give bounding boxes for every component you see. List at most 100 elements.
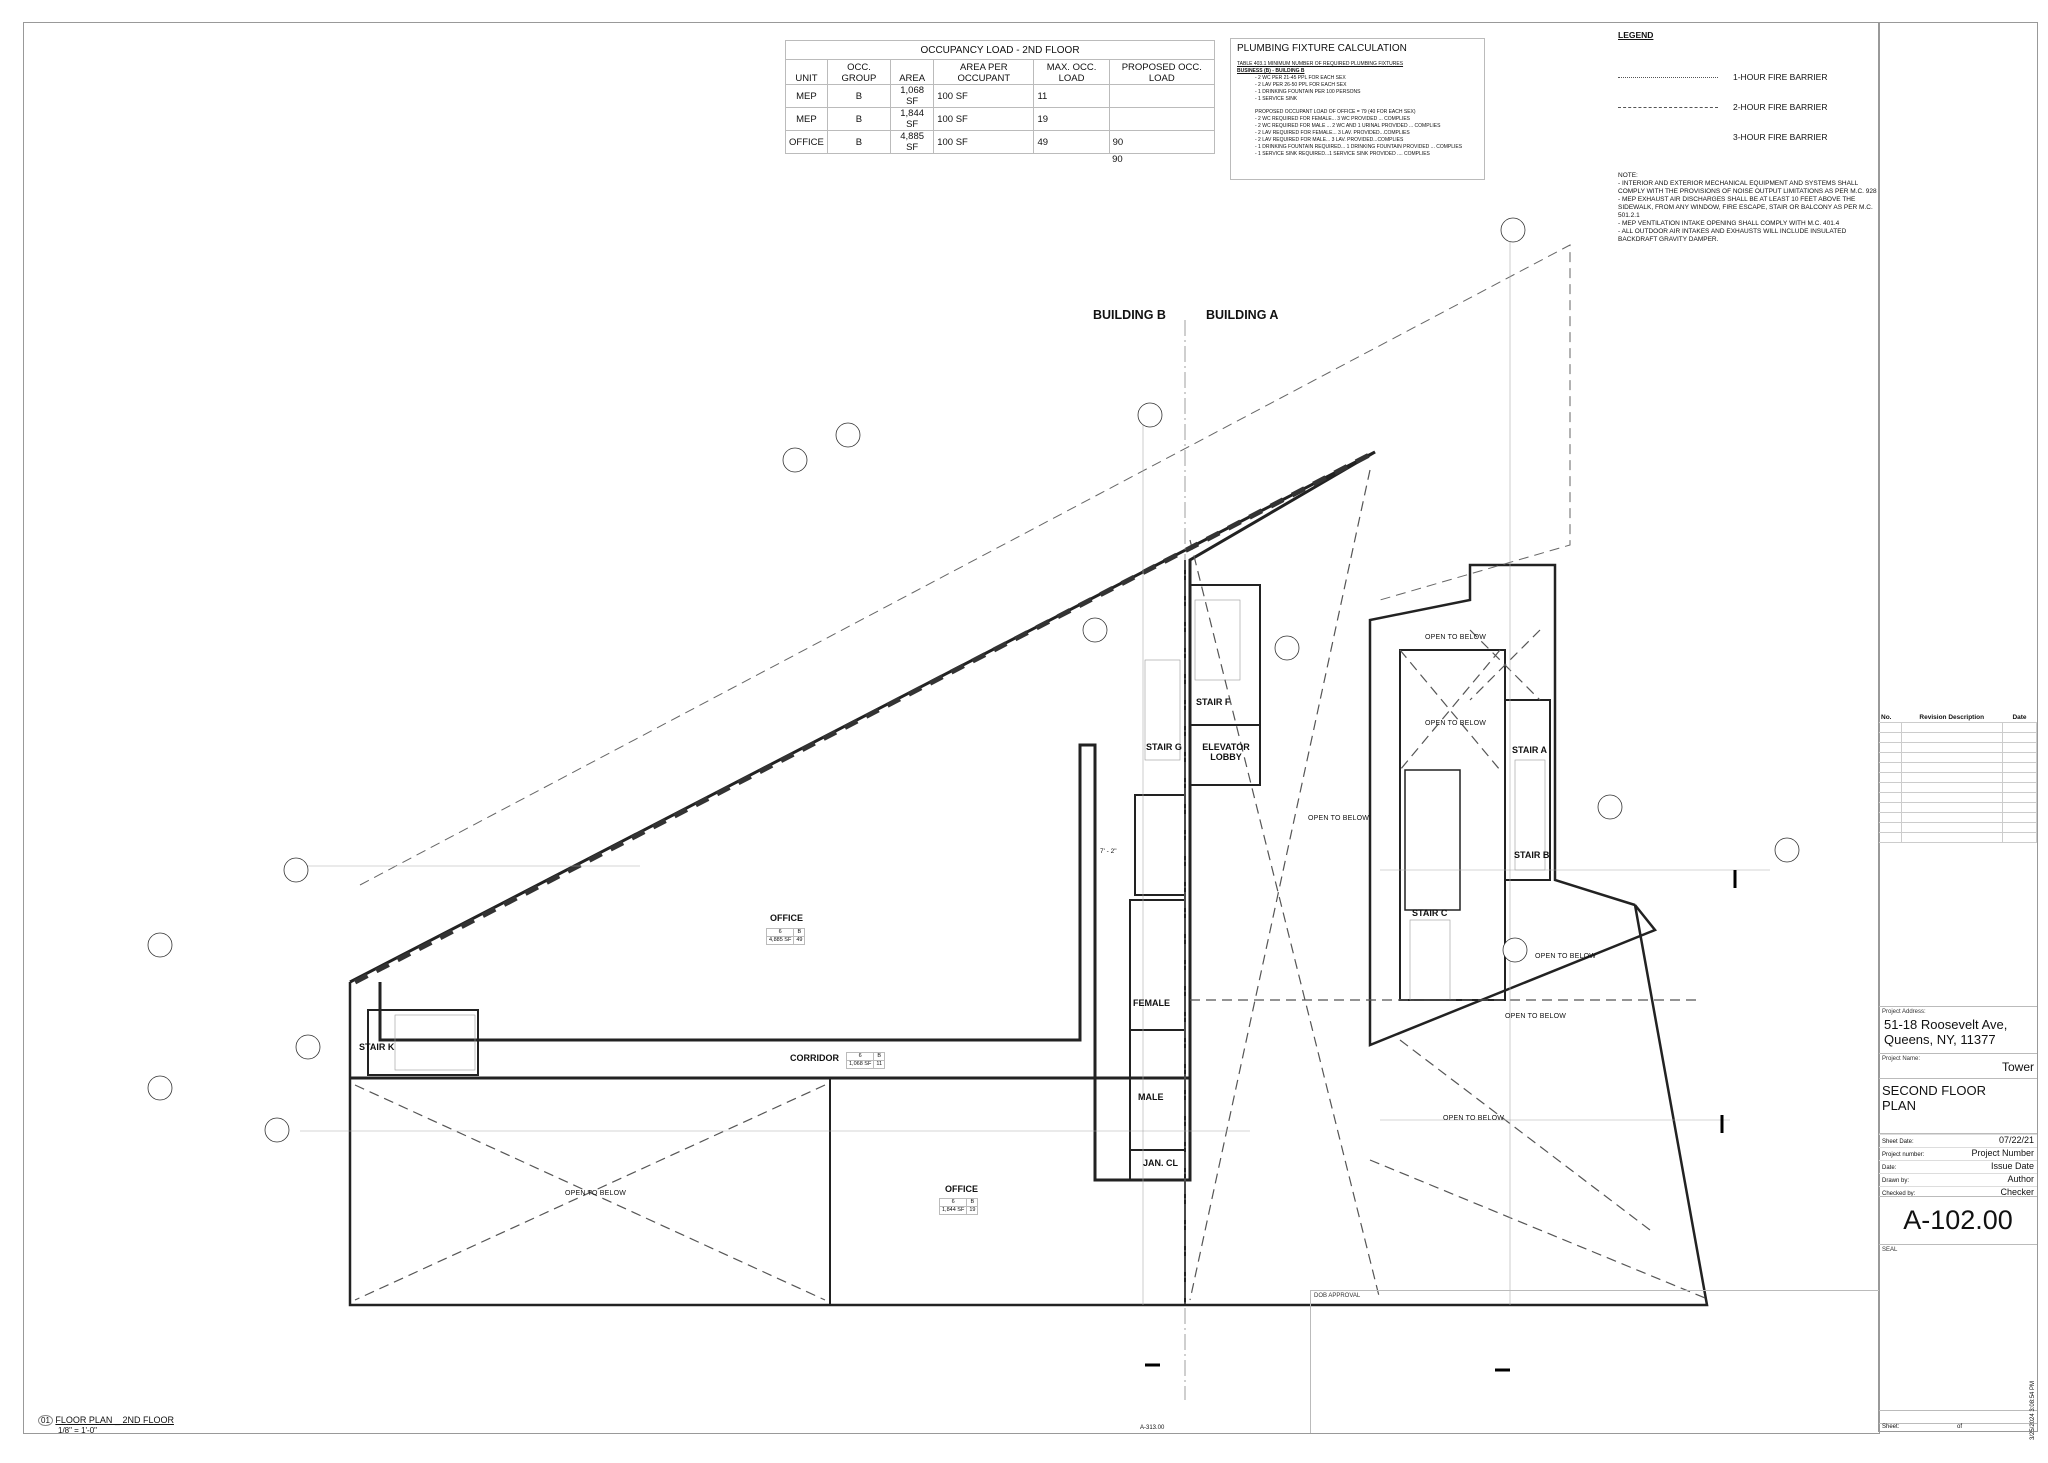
- view-number: 01: [38, 1415, 53, 1426]
- legend-item: 3-HOUR FIRE BARRIER: [1618, 122, 1883, 152]
- note: - INTERIOR AND EXTERIOR MECHANICAL EQUIP…: [1618, 180, 1877, 195]
- legend-label: 1-HOUR FIRE BARRIER: [1733, 72, 1828, 82]
- sheet-label: Sheet:: [1882, 1424, 1900, 1430]
- print-timestamp: 3/25/2024 3:08:54 PM: [2030, 1380, 2036, 1440]
- col-area-per-occupant: AREA PER OCCUPANT: [933, 59, 1035, 85]
- plumbing-fixture-calculation: PLUMBING FIXTURE CALCULATION TABLE 403.1…: [1230, 38, 1485, 180]
- note-title: NOTE:: [1618, 172, 1638, 179]
- tag-cell: 6: [938, 1198, 968, 1207]
- tag-cell: 1,068 SF: [845, 1060, 875, 1069]
- open-to-below-label: OPEN TO BELOW: [1308, 815, 1370, 822]
- room-stair-g: STAIR G: [1146, 742, 1182, 752]
- room-office-main: OFFICE: [770, 913, 803, 923]
- floor-plan-drawing: [147, 217, 1800, 1400]
- occupancy-load-table: OCCUPANCY LOAD - 2ND FLOOR UNIT OCC. GRO…: [785, 40, 1216, 165]
- table-row: MEP B 1,068 SF 100 SF 11: [785, 84, 1216, 108]
- field-label: Checked by:: [1882, 1191, 1916, 1197]
- cell-proposed: [1108, 84, 1216, 108]
- field-value: Checker: [2000, 1187, 2034, 1197]
- field-row: Checked by: Checker: [1879, 1186, 2037, 1199]
- room-stair-k: STAIR K: [359, 1042, 395, 1052]
- room-female: FEMALE: [1133, 998, 1170, 1008]
- callout-a-313: A-313.00: [1140, 1425, 1165, 1431]
- tag-cell: B: [966, 1198, 979, 1207]
- field-row: Project number:Project Number: [1879, 1147, 2037, 1160]
- cell-group: B: [826, 107, 892, 131]
- rev-col-desc: Revision Description: [1901, 713, 2003, 723]
- col-area: AREA: [890, 59, 935, 85]
- tag-cell: B: [873, 1052, 886, 1061]
- legend-title: LEGEND: [1618, 30, 1654, 40]
- building-a-label: BUILDING A: [1206, 308, 1279, 322]
- of-label: of: [1957, 1424, 1963, 1430]
- tag-cell: 11: [873, 1060, 886, 1069]
- view-scale: 1/8" = 1'-0": [58, 1426, 98, 1435]
- seal-label: SEAL: [1882, 1247, 1898, 1253]
- plumbing-check: - 1 SERVICE SINK REQUIRED...1 SERVICE SI…: [1255, 151, 1430, 157]
- cell-unit: MEP: [785, 107, 828, 131]
- room-stair-f: STAIR F: [1196, 697, 1231, 707]
- plumbing-req: - 1 DRINKING FOUNTAIN PER 100 PERSONS: [1255, 89, 1361, 95]
- sheet-info-fields: Sheet Date: 07/22/21 Project number:Proje…: [1879, 1133, 2037, 1199]
- field-row: Drawn by:Author: [1879, 1173, 2037, 1186]
- cell-group: B: [826, 130, 892, 154]
- plumbing-table-ref: TABLE 403.1 MINIMUM NUMBER OF REQUIRED P…: [1237, 61, 1404, 67]
- col-proposed-occ: PROPOSED OCC. LOAD: [1108, 59, 1216, 85]
- field-label: Date:: [1882, 1165, 1897, 1171]
- cell-per: 100 SF: [933, 130, 1035, 154]
- room-stair-a: STAIR A: [1512, 745, 1547, 755]
- cell-unit: OFFICE: [785, 130, 828, 154]
- cell-proposed: 90: [1108, 130, 1216, 154]
- title-block: No. Revision Description Date Project Ad…: [1878, 22, 2038, 1432]
- field-label: Sheet Date:: [1882, 1139, 1914, 1145]
- sheet-number: A-102.00: [1903, 1205, 2013, 1235]
- field-row: Date:Issue Date: [1879, 1160, 2037, 1173]
- open-to-below-label: OPEN TO BELOW: [1535, 953, 1597, 960]
- open-to-below-label: OPEN TO BELOW: [565, 1190, 627, 1197]
- plumbing-check: - 2 WC REQUIRED FOR FEMALE... 3 WC PROVI…: [1255, 116, 1411, 122]
- field-value: Project Number: [1971, 1148, 2034, 1158]
- view-title: FLOOR PLAN _ 2ND FLOOR: [55, 1415, 174, 1425]
- plumbing-business: BUSINESS (B) - BUILDING B: [1237, 68, 1305, 74]
- view-title-block: 01 FLOOR PLAN _ 2ND FLOOR 1/8" = 1'-0": [38, 1415, 174, 1435]
- field-row: Sheet Date: 07/22/21: [1879, 1134, 2037, 1147]
- open-to-below-label: OPEN TO BELOW: [1505, 1013, 1567, 1020]
- plumbing-req: - 1 SERVICE SINK: [1255, 96, 1298, 102]
- room-corridor: CORRIDOR: [790, 1053, 839, 1063]
- spacer: [1879, 1410, 2037, 1432]
- note: - ALL OUTDOOR AIR INTAKES AND EXHAUSTS W…: [1618, 228, 1847, 243]
- sheet-title: SECOND FLOOR PLAN: [1882, 1083, 1987, 1113]
- open-to-below-label: OPEN TO BELOW: [1425, 634, 1487, 641]
- dimension-label: 7' - 2": [1100, 848, 1117, 855]
- plumbing-title: PLUMBING FIXTURE CALCULATION: [1237, 43, 1407, 54]
- cell-area: 4,885 SF: [890, 130, 935, 154]
- project-address-label: Project Address:: [1882, 1009, 1926, 1015]
- project-name-label: Project Name:: [1882, 1056, 1921, 1062]
- rev-col-no: No.: [1879, 713, 1901, 723]
- room-stair-b: STAIR B: [1514, 850, 1550, 860]
- room-elevator-lobby: ELEVATOR LOBBY: [1202, 742, 1250, 762]
- sheet-count-section: Sheet: of: [1879, 1423, 2037, 1433]
- plumbing-check: - 2 LAV REQUIRED FOR MALE... 3 LAV. PROV…: [1255, 137, 1404, 143]
- field-value: 07/22/21: [1998, 1135, 2034, 1145]
- plumbing-check: - 2 LAV REQUIRED FOR FEMALE... 3 LAV. PR…: [1255, 130, 1410, 136]
- occupancy-total: 90: [1112, 154, 1123, 165]
- revision-table: No. Revision Description Date: [1879, 713, 2037, 843]
- field-value: Author: [2007, 1174, 2034, 1184]
- project-address: 51-18 Roosevelt Ave, Queens, NY, 11377: [1884, 1017, 2008, 1047]
- sheet-title-section: SECOND FLOOR PLAN: [1879, 1078, 2037, 1133]
- legend-label: 2-HOUR FIRE BARRIER: [1733, 102, 1828, 112]
- sheet-number-section: A-102.00: [1879, 1196, 2037, 1244]
- legend-notes: NOTE: - INTERIOR AND EXTERIOR MECHANICAL…: [1618, 172, 1883, 244]
- dashed-line-icon: [1618, 106, 1718, 108]
- tag-cell: 6: [765, 928, 795, 937]
- plumbing-req: - 2 WC PER 21-45 PPL FOR EACH SEX: [1255, 75, 1346, 81]
- legend: LEGEND 1-HOUR FIRE BARRIER 2-HOUR FIRE B…: [1618, 30, 1883, 244]
- plumbing-proposed: PROPOSED OCCUPANT LOAD OF OFFICE = 79 (4…: [1255, 109, 1416, 115]
- room-stair-c: STAIR C: [1412, 908, 1448, 918]
- dob-approval-box: DOB APPROVAL: [1310, 1290, 1879, 1433]
- seal-section: SEAL: [1879, 1244, 2037, 1410]
- table-row: OFFICE B 4,885 SF 100 SF 49 90: [785, 130, 1216, 154]
